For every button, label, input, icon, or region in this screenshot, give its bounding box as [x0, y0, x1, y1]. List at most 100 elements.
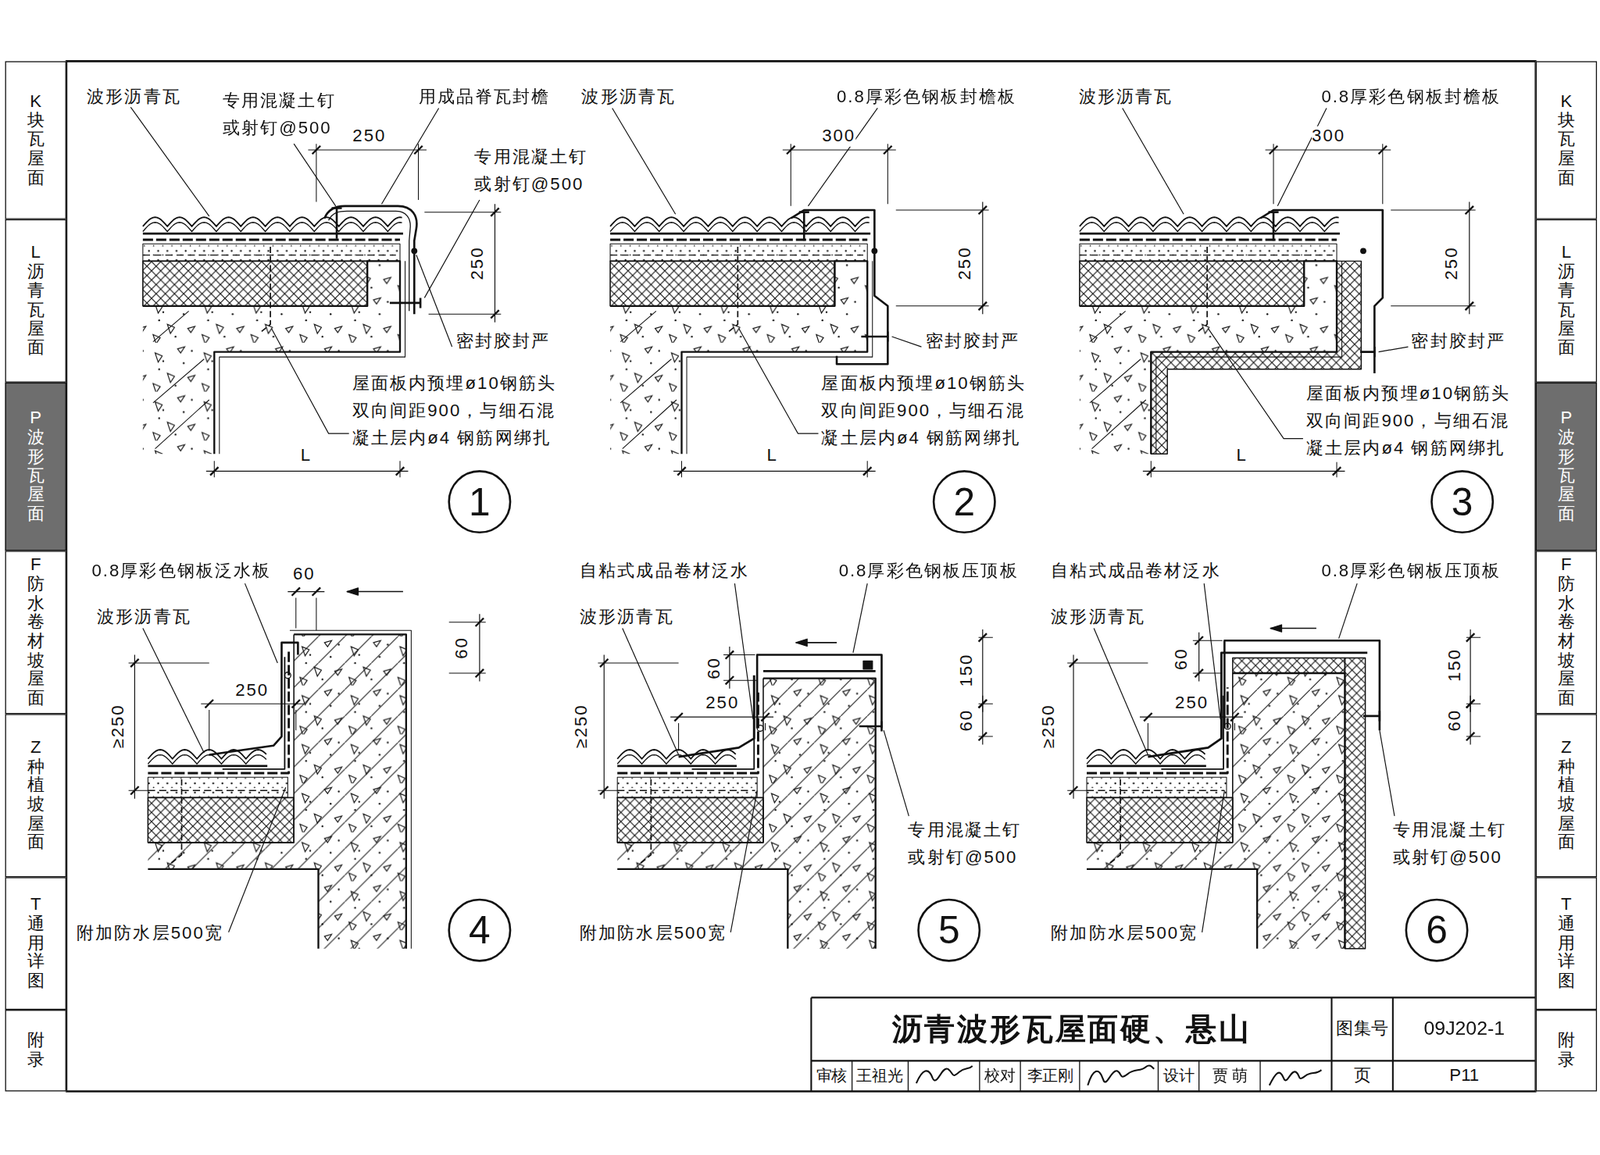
detail-number-circle: 2 — [932, 470, 997, 534]
material-label: 密封胶封严 — [925, 331, 1021, 353]
section-tab: T通用详图 — [1535, 877, 1597, 1011]
plaster-line — [289, 630, 411, 950]
concrete-wall — [617, 678, 875, 950]
dimension-tick — [205, 700, 214, 708]
dimension: ≥250 — [1038, 703, 1060, 749]
dimension: 60 — [451, 636, 473, 660]
section-tab: 附录 — [1535, 1010, 1597, 1092]
material-label: 附加防水层500宽 — [579, 923, 727, 945]
concrete-wall — [1086, 673, 1345, 950]
dimension: ≥250 — [107, 703, 129, 749]
material-label: 波形沥青瓦 — [1078, 86, 1174, 108]
title-block-cell: 审核 — [816, 1067, 847, 1086]
tab-text: T通用详图 — [27, 896, 45, 992]
waterproof-membrane — [142, 239, 400, 242]
signature — [1087, 1066, 1154, 1086]
material-label: 0.8厚彩色钢板封檐板 — [1321, 86, 1501, 108]
section-tab: T通用详图 — [5, 877, 67, 1011]
corrugated-tile — [617, 765, 737, 768]
extension-line — [1273, 143, 1383, 204]
corrugated-tile — [1079, 222, 1340, 233]
leader-line — [130, 107, 210, 217]
rebar-mesh — [610, 254, 864, 256]
dimension: 250 — [352, 126, 386, 148]
section-tab: K块瓦屋面 — [5, 60, 67, 219]
insulation — [610, 260, 835, 306]
corrugated-tile — [147, 755, 267, 765]
corrugated-tile — [147, 765, 268, 768]
embedded-rebar — [260, 246, 271, 333]
concrete-wall — [1086, 673, 1233, 843]
leader-line — [1122, 107, 1184, 215]
dimension-tick — [292, 700, 300, 708]
fine-concrete-layer — [1086, 777, 1227, 798]
dimension: 60 — [1444, 709, 1466, 733]
steel-flashing — [209, 642, 299, 756]
waterproof-membrane — [617, 692, 758, 774]
tab-text: F防水卷材坡屋面 — [1557, 556, 1575, 709]
dimension-line — [1468, 202, 1470, 315]
dimension-line — [603, 655, 605, 800]
note: 屋面板内预埋ø10钢筋头 双向间距900，与细石混 凝土层内ø4 钢筋网绑扎 — [352, 369, 565, 453]
material-label: 专用混凝土钉 或射钉@500 — [222, 86, 343, 143]
dimension-line — [494, 203, 496, 323]
detail-number-circle: 5 — [917, 899, 981, 963]
concrete-wall — [147, 634, 294, 843]
material-label: 波形沥青瓦 — [581, 86, 676, 108]
title-block-grid — [810, 997, 1536, 1092]
leader-line — [1202, 790, 1225, 933]
dimension: 150 — [1444, 648, 1466, 683]
section-hatch — [620, 310, 677, 449]
extension-line — [424, 212, 501, 315]
nail — [860, 331, 888, 342]
nail — [331, 207, 342, 239]
tab-text: K块瓦屋面 — [1557, 92, 1575, 189]
dimension-line — [982, 202, 983, 315]
corrugated-tile — [1086, 765, 1207, 768]
insulation — [142, 260, 368, 306]
tab-text: T通用详图 — [1557, 896, 1575, 992]
detail-number: 1 — [468, 482, 491, 522]
signature — [916, 1066, 973, 1084]
insulation — [147, 797, 294, 843]
material-label: 0.8厚彩色钢板压顶板 — [839, 560, 1019, 583]
drawing-part — [597, 629, 993, 950]
material-label: 专用混凝土钉 或射钉@500 — [474, 142, 595, 199]
leader-line — [622, 628, 679, 756]
drawing-part — [130, 107, 1408, 933]
nail — [859, 721, 883, 732]
section-tab: Z种植坡屋面 — [5, 714, 67, 878]
dimension: 60 — [703, 657, 725, 680]
section-tab: F防水卷材坡屋面 — [1535, 550, 1597, 715]
nail — [1363, 710, 1380, 722]
tab-text: L沥青瓦屋面 — [1557, 243, 1575, 358]
dimension: 60 — [292, 564, 316, 586]
leader-line — [142, 628, 204, 754]
section-tab: P波形瓦屋面 — [5, 382, 67, 552]
drawing-part — [128, 587, 486, 949]
dimension: 250 — [705, 693, 740, 715]
title-block-cell: P11 — [1449, 1066, 1479, 1088]
fine-concrete-layer — [1079, 243, 1337, 261]
leader-line — [1277, 107, 1327, 206]
nail — [284, 672, 291, 679]
dimension-tick — [1143, 713, 1152, 722]
leader-line — [1093, 628, 1148, 756]
leader-line — [1207, 328, 1303, 440]
insulation — [1086, 797, 1233, 843]
material-label: 专用混凝土钉 或射钉@500 — [907, 816, 1029, 872]
embedded-rebar — [727, 246, 738, 333]
sealant — [1360, 247, 1367, 254]
extension-line — [209, 710, 297, 751]
dimension-line — [134, 655, 136, 800]
section-tab: P波形瓦屋面 — [1535, 382, 1597, 552]
dimension-line — [1142, 471, 1346, 472]
tab-text: P波形瓦屋面 — [27, 409, 45, 524]
detail-number: 3 — [1451, 482, 1474, 522]
dimension: L — [300, 446, 312, 468]
fine-concrete-layer — [142, 243, 400, 261]
concrete-wall — [1086, 673, 1345, 950]
material-label: 附加防水层500宽 — [1050, 923, 1198, 945]
material-label: 0.8厚彩色钢板压顶板 — [1321, 560, 1501, 583]
